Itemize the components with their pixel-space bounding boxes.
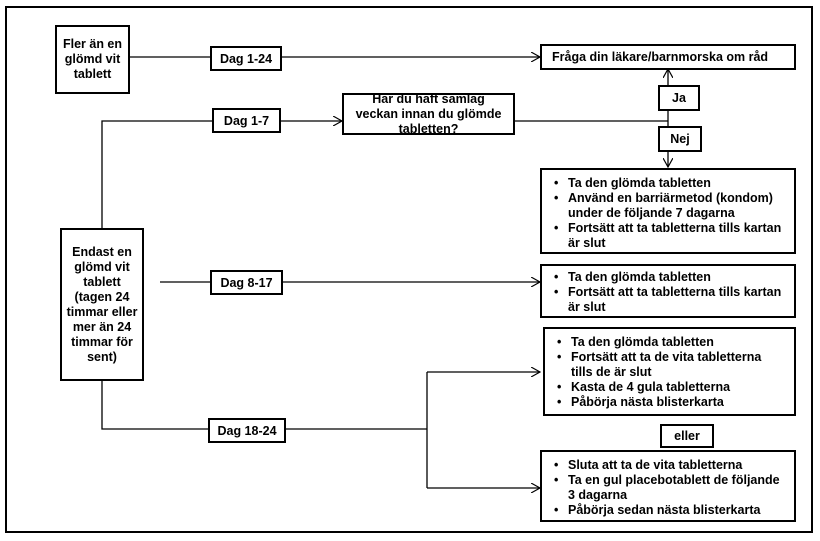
intercourse-question-text: Har du haft samlag veckan innan du glömd… <box>355 91 502 136</box>
label-day-18-24-text: Dag 18-24 <box>217 423 277 438</box>
week3-option-a-box: Ta den glömda tabletten Fortsätt att ta … <box>543 327 796 416</box>
list-item: Ta den glömda tabletten <box>548 176 786 191</box>
label-day-18-24: Dag 18-24 <box>208 418 286 443</box>
list-item: Ta en gul placebotablett de följande 3 d… <box>548 473 786 503</box>
label-day-8-17: Dag 8-17 <box>210 270 283 295</box>
week1-instructions-box: Ta den glömda tabletten Använd en barriä… <box>540 168 796 254</box>
no-label: Nej <box>658 126 702 152</box>
diagram-frame <box>5 6 813 533</box>
week2-instructions-box: Ta den glömda tabletten Fortsätt att ta … <box>540 264 796 318</box>
or-label-text: eller <box>674 429 700 443</box>
week2-instructions-list: Ta den glömda tabletten Fortsätt att ta … <box>548 270 786 315</box>
week3-option-a-list: Ta den glömda tabletten Fortsätt att ta … <box>551 335 786 410</box>
week3-option-b-box: Sluta att ta de vita tabletterna Ta en g… <box>540 450 796 522</box>
list-item: Fortsätt att ta de vita tabletterna till… <box>551 350 786 380</box>
label-day-8-17-text: Dag 8-17 <box>220 275 273 290</box>
ask-doctor-box: Fråga din läkare/barnmorska om råd <box>540 44 796 70</box>
list-item: Ta den glömda tabletten <box>551 335 786 350</box>
yes-label-text: Ja <box>672 91 686 105</box>
more-than-one-box: Fler än en glömd vit tablett <box>55 25 130 94</box>
list-item: Använd en barriärmetod (kondom) under de… <box>548 191 786 221</box>
yes-label: Ja <box>658 85 700 111</box>
list-item: Ta den glömda tabletten <box>548 270 786 285</box>
list-item: Påbörja sedan nästa blisterkarta <box>548 503 786 518</box>
list-item: Påbörja nästa blisterkarta <box>551 395 786 410</box>
label-day-1-24-text: Dag 1-24 <box>219 51 273 66</box>
more-than-one-text: Fler än en glömd vit tablett <box>62 37 123 81</box>
label-day-1-24: Dag 1-24 <box>210 46 282 71</box>
or-label: eller <box>660 424 714 448</box>
intercourse-question-box: Har du haft samlag veckan innan du glömd… <box>342 91 515 136</box>
list-item: Fortsätt att ta tabletterna tills kartan… <box>548 285 786 315</box>
label-day-1-7: Dag 1-7 <box>212 108 281 133</box>
no-label-text: Nej <box>670 132 690 146</box>
week3-option-b-list: Sluta att ta de vita tabletterna Ta en g… <box>548 458 786 518</box>
list-item: Fortsätt att ta tabletterna tills kartan… <box>548 221 786 251</box>
list-item: Kasta de 4 gula tabletterna <box>551 380 786 395</box>
ask-doctor-text: Fråga din läkare/barnmorska om råd <box>552 50 769 64</box>
only-one-box: Endast en glömd vit tablett (tagen 24 ti… <box>60 228 144 381</box>
week1-instructions-list: Ta den glömda tabletten Använd en barriä… <box>548 176 786 251</box>
only-one-text: Endast en glömd vit tablett (tagen 24 ti… <box>66 244 138 364</box>
list-item: Sluta att ta de vita tabletterna <box>548 458 786 473</box>
label-day-1-7-text: Dag 1-7 <box>223 113 270 128</box>
